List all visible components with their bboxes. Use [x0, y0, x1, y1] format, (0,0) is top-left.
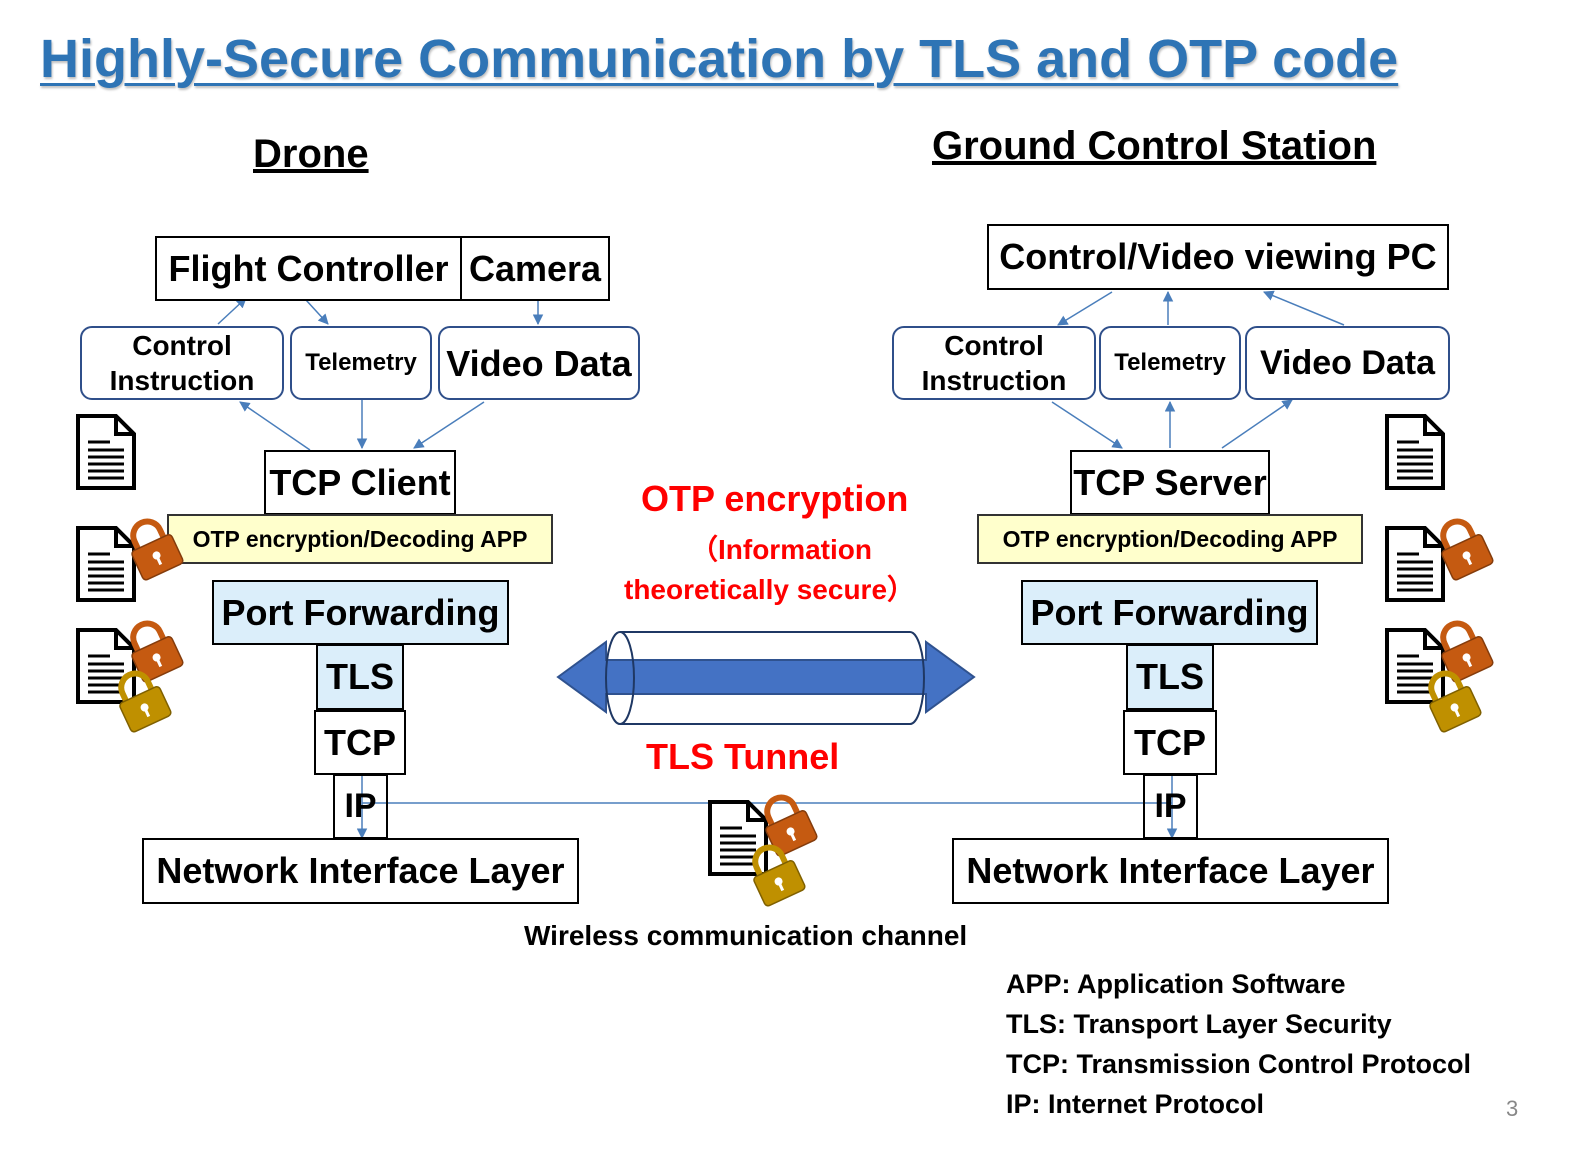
drone-heading: Drone: [253, 132, 369, 176]
control-label-line2: Instruction: [109, 365, 255, 396]
flight-controller-box: Flight Controller: [155, 236, 462, 301]
arrow-pc-to-control: [1057, 291, 1113, 326]
drone-control-instruction-box: Control Instruction: [80, 326, 284, 400]
drone-port-forwarding-box: Port Forwarding: [212, 580, 509, 645]
gcs-control-instruction-box: Control Instruction: [892, 326, 1096, 400]
arrow-control-to-tcp-server: [1051, 401, 1123, 449]
tls-tunnel-cylinder: [605, 631, 925, 725]
legend-tls: TLS: Transport Layer Security: [1006, 1009, 1392, 1039]
wireless-channel-label: Wireless communication channel: [524, 920, 968, 951]
tcp-server-box: TCP Server: [1070, 450, 1270, 515]
control-label-line1: Control: [132, 330, 232, 361]
control-label-line2: Instruction: [921, 365, 1067, 396]
drone-telemetry-box: Telemetry: [290, 326, 432, 400]
legend-ip: IP: Internet Protocol: [1006, 1089, 1265, 1119]
arrow-video-to-pc: [1263, 290, 1345, 326]
document-icon: [76, 628, 136, 704]
camera-box: Camera: [460, 236, 610, 301]
gcs-video-data-box: Video Data: [1245, 326, 1450, 400]
drone-tcp-box: TCP: [314, 710, 406, 775]
arrow-video-to-tcp-client: [413, 401, 485, 449]
legend-tcp: TCP: Transmission Control Protocol: [1006, 1049, 1472, 1079]
document-icon: [76, 526, 136, 602]
document-icon: [1385, 414, 1445, 490]
arrow-tcp-server-to-video: [1221, 399, 1293, 449]
gcs-tcp-box: TCP: [1123, 710, 1217, 775]
otp-encryption-label: OTP encryption: [641, 478, 909, 519]
drone-network-interface-box: Network Interface Layer: [142, 838, 579, 904]
control-label-line1: Control: [944, 330, 1044, 361]
document-icon: [1385, 526, 1445, 602]
page-number: 3: [1506, 1096, 1519, 1121]
tls-tunnel-label: TLS Tunnel: [646, 736, 840, 777]
abbreviation-legend: APP: Application Software TLS: Transport…: [1006, 964, 1471, 1124]
gcs-telemetry-box: Telemetry: [1099, 326, 1241, 400]
tls-tunnel-arrow: [556, 640, 976, 714]
arrow-tcp-client-to-control: [239, 401, 311, 451]
gcs-heading: Ground Control Station: [932, 124, 1377, 168]
control-video-pc-box: Control/Video viewing PC: [987, 224, 1449, 290]
gcs-otp-app-box: OTP encryption/Decoding APP: [977, 514, 1363, 564]
document-icon: [76, 414, 136, 490]
drone-video-data-box: Video Data: [438, 326, 640, 400]
gcs-tls-box: TLS: [1126, 644, 1214, 710]
drone-tls-box: TLS: [316, 644, 404, 710]
info-secure-line2: theoretically secure）: [624, 574, 916, 605]
drone-ip-box: IP: [333, 774, 388, 839]
tcp-client-box: TCP Client: [264, 450, 456, 515]
legend-app: APP: Application Software: [1006, 969, 1346, 999]
arrow-control-to-flight-controller: [217, 297, 247, 325]
drone-otp-app-box: OTP encryption/Decoding APP: [167, 514, 553, 564]
gcs-network-interface-box: Network Interface Layer: [952, 838, 1389, 904]
info-secure-line1: （Information: [690, 534, 872, 565]
page-title: Highly-Secure Communication by TLS and O…: [40, 29, 1399, 89]
arrow-flight-controller-to-telemetry: [305, 299, 329, 325]
